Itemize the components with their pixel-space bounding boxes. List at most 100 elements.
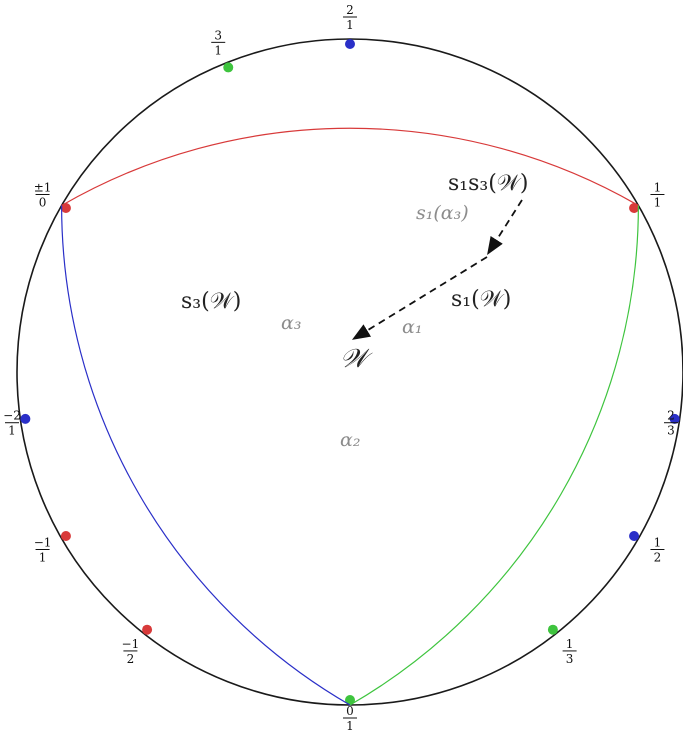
label-s3-W: s₃(𝒲) xyxy=(181,289,241,314)
arrow-s1-to-W xyxy=(351,256,488,340)
geodesic-arc xyxy=(82,573,94,586)
cusp-denominator: 1 xyxy=(346,18,354,32)
geodesic-arc xyxy=(17,204,62,540)
action-arrows xyxy=(351,199,523,340)
geodesic-arc xyxy=(540,633,559,649)
geodesic-arc xyxy=(47,538,145,643)
geodesic-arc xyxy=(349,666,506,705)
cusp-dot xyxy=(60,202,71,213)
geodesic-arc xyxy=(592,538,652,606)
cusp-denominator: 3 xyxy=(667,424,675,438)
geodesic-arc xyxy=(225,39,275,63)
geodesic-arc xyxy=(123,618,145,638)
geodesic-arc xyxy=(17,204,62,540)
geodesic-arc xyxy=(614,538,648,578)
cusp-numerator: ±1 xyxy=(34,181,52,195)
geodesic-arc xyxy=(31,499,62,541)
geodesic-arc xyxy=(130,623,145,637)
geodesic-arc xyxy=(19,449,32,470)
geodesic-arc xyxy=(112,122,128,137)
geodesic-arc xyxy=(170,653,196,674)
geodesic-arc xyxy=(47,101,145,206)
geodesic-arc xyxy=(262,693,351,705)
cusp-numerator: 1 xyxy=(654,536,662,550)
geodesic-arc xyxy=(116,612,145,640)
label-s1-alpha3: s₁(α₃) xyxy=(416,202,469,224)
cusp-label-2: 21 xyxy=(343,3,357,32)
geodesic-arc xyxy=(504,633,561,679)
cusp-dot xyxy=(345,38,355,49)
cusp-dot xyxy=(669,413,680,424)
geodesic-arc xyxy=(349,681,475,705)
cusp-denominator: 0 xyxy=(39,196,47,210)
geodesic-arc xyxy=(154,85,174,102)
geodesic-arc xyxy=(23,488,62,541)
geodesic-arc xyxy=(638,204,683,360)
geodesic-arc xyxy=(638,499,669,541)
geodesic-arc xyxy=(592,592,601,602)
cusp-numerator: 1 xyxy=(566,637,574,651)
geodesic-arc xyxy=(101,599,145,641)
geodesic-arc xyxy=(543,97,559,111)
geodesic-arc xyxy=(349,39,381,41)
geodesic-arc xyxy=(526,85,546,102)
geodesic-arc xyxy=(349,693,438,705)
label-s1-W: s₁(𝒲) xyxy=(451,287,511,312)
cusp-dot xyxy=(142,624,153,635)
geodesic-arc xyxy=(99,592,108,602)
alpha3-arc xyxy=(61,205,351,706)
geodesic-arc xyxy=(141,97,157,111)
geodesic-arc xyxy=(526,633,560,661)
cusp-label-m1_2: −12 xyxy=(122,637,140,666)
geodesic-arc xyxy=(555,599,599,641)
geodesic-arc xyxy=(194,666,351,705)
cusp-denominator: 1 xyxy=(346,719,354,733)
geodesic-arc xyxy=(565,115,576,126)
geodesic-arc xyxy=(584,599,596,611)
geodesic-arc xyxy=(592,583,612,603)
geodesic-arc xyxy=(661,467,677,491)
cusp-numerator: 2 xyxy=(346,3,354,17)
geodesic-arc xyxy=(535,633,559,654)
geodesic-arc xyxy=(526,83,560,111)
geodesic-arc xyxy=(584,133,596,145)
geodesic-arc xyxy=(555,612,584,640)
geodesic-arc xyxy=(668,449,681,470)
label-alpha1: α₁ xyxy=(402,316,422,338)
geodesic-arc xyxy=(17,204,62,421)
geodesic-arc xyxy=(225,42,257,63)
geodesic-arc xyxy=(619,538,647,571)
geodesic-arc xyxy=(273,39,351,48)
geodesic-arc xyxy=(349,696,427,705)
geodesic-arc xyxy=(103,599,121,617)
cusp-dot xyxy=(60,531,71,542)
geodesic-arc xyxy=(555,106,577,126)
geodesic-arc xyxy=(17,203,62,303)
geodesic-arc xyxy=(225,39,351,63)
geodesic-arc xyxy=(47,117,128,206)
geodesic-arc xyxy=(622,538,646,566)
geodesic-arc xyxy=(527,78,652,206)
geodesic-arc xyxy=(555,623,570,637)
geodesic-arc xyxy=(141,633,165,654)
geodesic-arc xyxy=(555,107,568,119)
geodesic-arc xyxy=(17,203,62,288)
geodesic-arc xyxy=(124,115,135,126)
cusp-denominator: 3 xyxy=(566,652,574,666)
geodesic-arc xyxy=(555,618,577,638)
geodesic-arc xyxy=(17,358,18,377)
cusp-numerator: 1 xyxy=(654,181,662,195)
geodesic-arc xyxy=(504,653,530,674)
cusp-dot xyxy=(629,531,640,542)
geodesic-arc xyxy=(104,599,116,611)
geodesic-arc xyxy=(53,538,81,571)
geodesic-arc xyxy=(140,83,174,111)
geodesic-arc xyxy=(143,633,351,705)
geodesic-arc xyxy=(473,48,531,91)
geodesic-arc xyxy=(555,538,653,643)
geodesic-arc xyxy=(638,204,683,540)
geodesic-arc xyxy=(96,590,108,602)
geodesic-arc xyxy=(17,204,62,360)
